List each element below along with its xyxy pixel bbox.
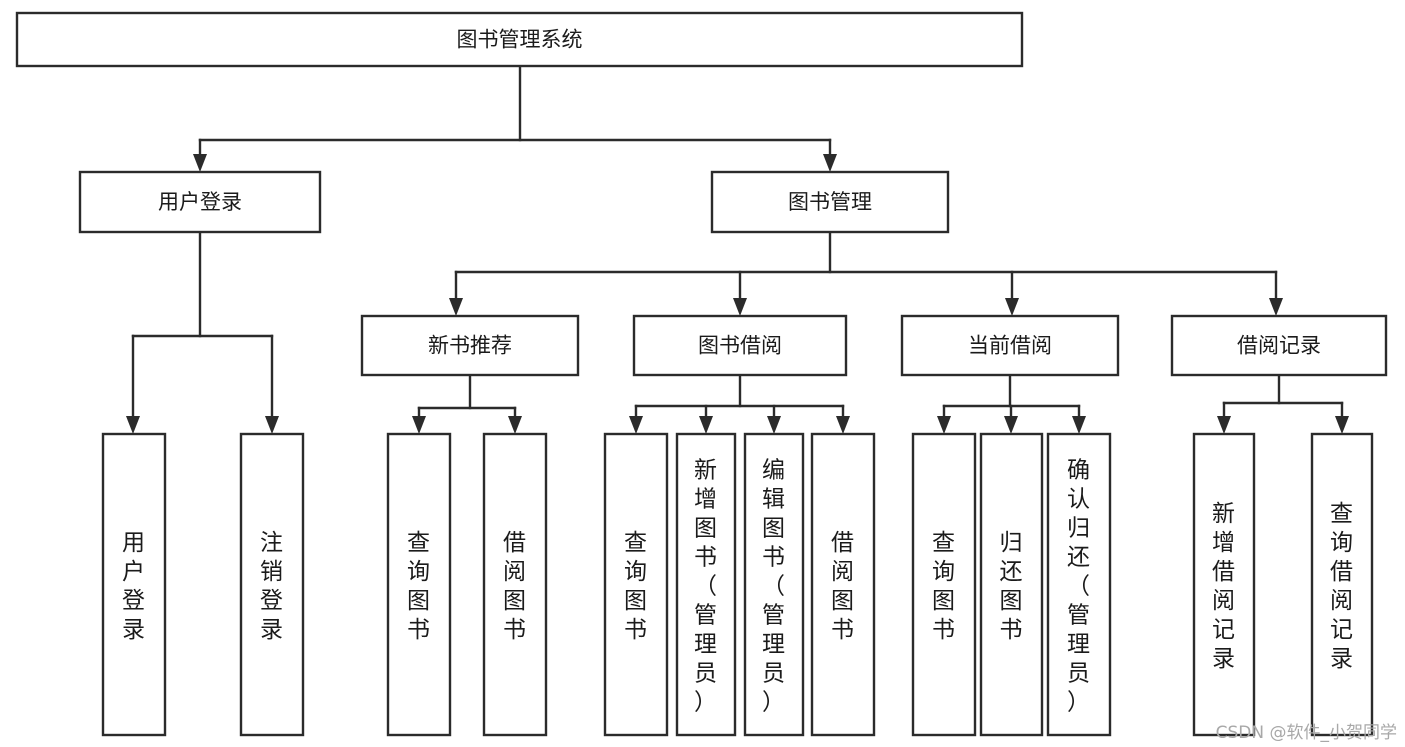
node-box-root[interactable] xyxy=(15,11,1024,68)
node-box-leaf-add-book[interactable] xyxy=(675,432,737,737)
node-label-leaf-query-book-2: 查询图书 xyxy=(624,530,648,643)
connector-bus-user-login xyxy=(126,230,279,434)
connector-bus-book-borrow xyxy=(629,373,850,434)
node-box-leaf-user-login[interactable] xyxy=(101,432,167,737)
node-box-new-book-rec[interactable] xyxy=(360,314,580,377)
node-label-leaf-add-book: 新增图书（管理员） xyxy=(694,457,718,715)
node-leaf-query-record[interactable]: 查询借阅记录 xyxy=(1310,432,1374,737)
node-user-login[interactable]: 用户登录 xyxy=(78,170,322,234)
node-box-leaf-return-book[interactable] xyxy=(979,432,1044,737)
node-leaf-edit-book[interactable]: 编辑图书（管理员） xyxy=(743,432,805,737)
node-label-leaf-return-book: 归还图书 xyxy=(1000,530,1024,643)
node-label-new-book-rec: 新书推荐 xyxy=(428,334,512,358)
node-label-borrow-record: 借阅记录 xyxy=(1237,334,1321,358)
node-leaf-logout[interactable]: 注销登录 xyxy=(239,432,305,737)
node-label-leaf-logout: 注销登录 xyxy=(260,530,284,643)
node-leaf-query-book-2[interactable]: 查询图书 xyxy=(603,432,669,737)
node-leaf-return-book[interactable]: 归还图书 xyxy=(979,432,1044,737)
node-label-leaf-query-record: 查询借阅记录 xyxy=(1330,501,1354,672)
node-label-leaf-edit-book: 编辑图书（管理员） xyxy=(762,457,786,715)
node-layer: 图书管理系统用户登录图书管理新书推荐图书借阅当前借阅借阅记录用户登录注销登录查询… xyxy=(15,11,1388,737)
node-box-leaf-logout[interactable] xyxy=(239,432,305,737)
node-box-leaf-confirm-return[interactable] xyxy=(1046,432,1112,737)
node-box-current-borrow[interactable] xyxy=(900,314,1120,377)
node-label-user-login: 用户登录 xyxy=(158,190,242,214)
connector-bus-root xyxy=(193,64,837,172)
node-box-book-manage[interactable] xyxy=(710,170,950,234)
connector-bus-borrow-record xyxy=(1217,373,1349,434)
node-leaf-add-book[interactable]: 新增图书（管理员） xyxy=(675,432,737,737)
node-leaf-borrow-book-1[interactable]: 借阅图书 xyxy=(482,432,548,737)
node-box-borrow-record[interactable] xyxy=(1170,314,1388,377)
node-label-current-borrow: 当前借阅 xyxy=(968,334,1052,358)
node-box-leaf-add-record[interactable] xyxy=(1192,432,1256,737)
connector-layer xyxy=(126,64,1349,434)
node-label-book-manage: 图书管理 xyxy=(788,190,872,214)
connector-bus-current-borrow xyxy=(937,373,1086,434)
node-new-book-rec[interactable]: 新书推荐 xyxy=(360,314,580,377)
connector-bus-book-manage xyxy=(449,230,1283,316)
node-leaf-query-book-1[interactable]: 查询图书 xyxy=(386,432,452,737)
node-box-leaf-borrow-book-2[interactable] xyxy=(810,432,876,737)
node-box-leaf-query-record[interactable] xyxy=(1310,432,1374,737)
node-current-borrow[interactable]: 当前借阅 xyxy=(900,314,1120,377)
node-label-leaf-borrow-book-2: 借阅图书 xyxy=(831,530,855,643)
node-borrow-record[interactable]: 借阅记录 xyxy=(1170,314,1388,377)
node-label-root: 图书管理系统 xyxy=(457,28,583,52)
connector-bus-new-book-rec xyxy=(412,373,522,434)
node-box-book-borrow[interactable] xyxy=(632,314,848,377)
node-leaf-borrow-book-2[interactable]: 借阅图书 xyxy=(810,432,876,737)
node-label-leaf-borrow-book-1: 借阅图书 xyxy=(503,530,527,643)
node-leaf-add-record[interactable]: 新增借阅记录 xyxy=(1192,432,1256,737)
node-box-leaf-query-book-3[interactable] xyxy=(911,432,977,737)
node-box-leaf-borrow-book-1[interactable] xyxy=(482,432,548,737)
node-box-leaf-query-book-1[interactable] xyxy=(386,432,452,737)
node-leaf-query-book-3[interactable]: 查询图书 xyxy=(911,432,977,737)
node-root[interactable]: 图书管理系统 xyxy=(15,11,1024,68)
csdn-watermark: CSDN @软件_小贺同学 xyxy=(1215,723,1397,743)
node-label-leaf-confirm-return: 确认归还（管理员） xyxy=(1067,457,1091,715)
node-leaf-confirm-return[interactable]: 确认归还（管理员） xyxy=(1046,432,1112,737)
node-label-book-borrow: 图书借阅 xyxy=(698,334,782,358)
node-label-leaf-query-book-3: 查询图书 xyxy=(932,530,956,643)
node-label-leaf-add-record: 新增借阅记录 xyxy=(1212,501,1236,672)
node-book-borrow[interactable]: 图书借阅 xyxy=(632,314,848,377)
node-box-leaf-query-book-2[interactable] xyxy=(603,432,669,737)
node-leaf-user-login[interactable]: 用户登录 xyxy=(101,432,167,737)
node-box-user-login[interactable] xyxy=(78,170,322,234)
node-label-leaf-user-login: 用户登录 xyxy=(122,530,146,643)
node-label-leaf-query-book-1: 查询图书 xyxy=(407,530,431,643)
node-book-manage[interactable]: 图书管理 xyxy=(710,170,950,234)
node-box-leaf-edit-book[interactable] xyxy=(743,432,805,737)
